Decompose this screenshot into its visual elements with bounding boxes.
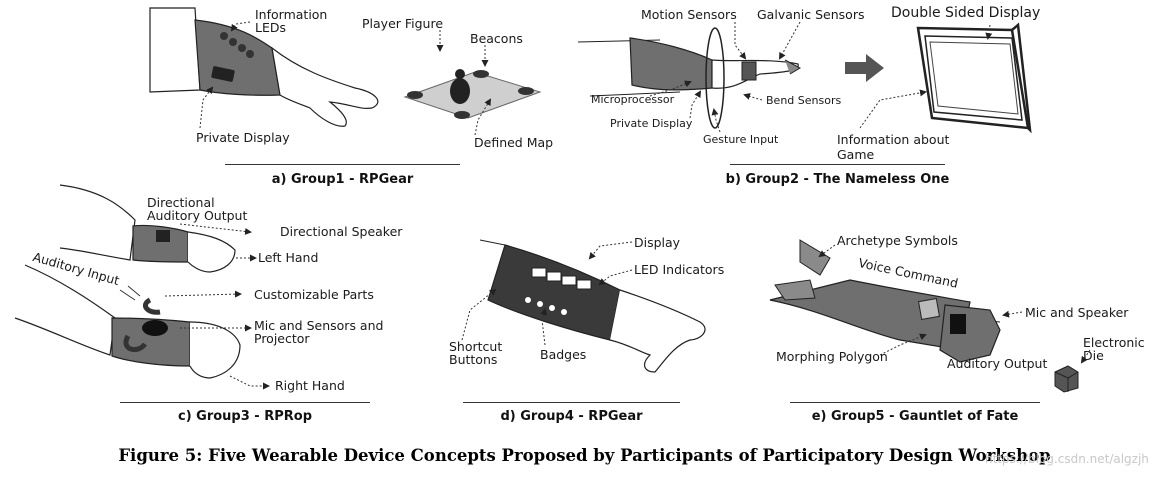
- panel-c-leaders: [119, 223, 270, 390]
- panel-c-left-arm-drawing: [59, 184, 236, 273]
- label-badges: Badges: [540, 347, 587, 362]
- panel-c-right-arm-drawing: [14, 264, 241, 379]
- panel-d-caption: d) Group4 - RPGear: [500, 409, 643, 424]
- label-motion-sensors: Motion Sensors: [641, 7, 737, 22]
- panel-a-caption: a) Group1 - RPGear: [271, 172, 414, 187]
- panel-d-leaders: [461, 241, 633, 346]
- panel-d-rule: [463, 402, 680, 403]
- label-private-display: Private Display: [196, 130, 290, 145]
- label-left-hand: Left Hand: [258, 250, 319, 265]
- panel-b-rule: [730, 164, 945, 165]
- label-defined-map: Defined Map: [474, 135, 554, 150]
- label-galvanic-sensors: Galvanic Sensors: [757, 7, 865, 22]
- label-information-about-game: Information about Game: [837, 132, 950, 162]
- label-private-display-b: Private Display: [610, 117, 693, 130]
- panel-a-arm-drawing: [149, 7, 379, 127]
- panel-a-rule: [225, 164, 460, 165]
- label-electronic-die: Electronic Die: [1083, 335, 1145, 363]
- panel-b-arrow: [845, 54, 884, 82]
- label-gesture-input: Gesture Input: [703, 133, 779, 146]
- label-shortcut-buttons: Shortcut Buttons: [449, 339, 503, 367]
- label-customizable-parts: Customizable Parts: [254, 287, 374, 302]
- label-morphing-polygon: Morphing Polygon: [776, 349, 888, 364]
- label-player-figure: Player Figure: [362, 16, 444, 31]
- label-microprocessor: Microprocessor: [591, 93, 675, 106]
- panel-b-arm-drawing: [577, 27, 802, 129]
- panel-c-caption: c) Group3 - RPRop: [177, 409, 313, 424]
- panel-d-arm-drawing: [479, 239, 706, 373]
- label-directional-auditory-output: Directional Auditory Output: [147, 195, 248, 223]
- watermark: https://blog.csdn.net/algzjh: [985, 452, 1149, 466]
- panel-e-arm-drawing: [769, 239, 1079, 393]
- panel-e-rule: [790, 402, 1040, 403]
- label-directional-speaker: Directional Speaker: [280, 224, 403, 239]
- label-information-leds: Information LEDs: [255, 7, 328, 35]
- panel-e-leaders: [818, 244, 1091, 364]
- label-double-sided-display: Double Sided Display: [891, 5, 1041, 21]
- panel-b-caption: b) Group2 - The Nameless One: [725, 172, 950, 187]
- panel-b-leaders: [649, 21, 993, 133]
- label-auditory-output: Auditory Output: [947, 356, 1048, 371]
- figure-caption: Figure 5: Five Wearable Device Concepts …: [118, 446, 1051, 465]
- panel-b-display-drawing: [916, 22, 1032, 134]
- label-bend-sensors: Bend Sensors: [766, 94, 842, 107]
- label-archetype-symbols: Archetype Symbols: [837, 233, 958, 248]
- panel-a-leaders: [199, 21, 492, 136]
- panel-c-rule: [120, 402, 370, 403]
- label-display: Display: [634, 235, 681, 250]
- label-beacons: Beacons: [470, 31, 523, 46]
- label-led-indicators: LED Indicators: [634, 262, 725, 277]
- panel-e-caption: e) Group5 - Gauntlet of Fate: [811, 409, 1019, 424]
- label-right-hand: Right Hand: [275, 378, 345, 393]
- label-mic-and-speaker: Mic and Speaker: [1025, 305, 1129, 320]
- label-mic-sensors-projector: Mic and Sensors and Projector: [254, 318, 384, 346]
- panel-a-map-drawing: [403, 69, 542, 119]
